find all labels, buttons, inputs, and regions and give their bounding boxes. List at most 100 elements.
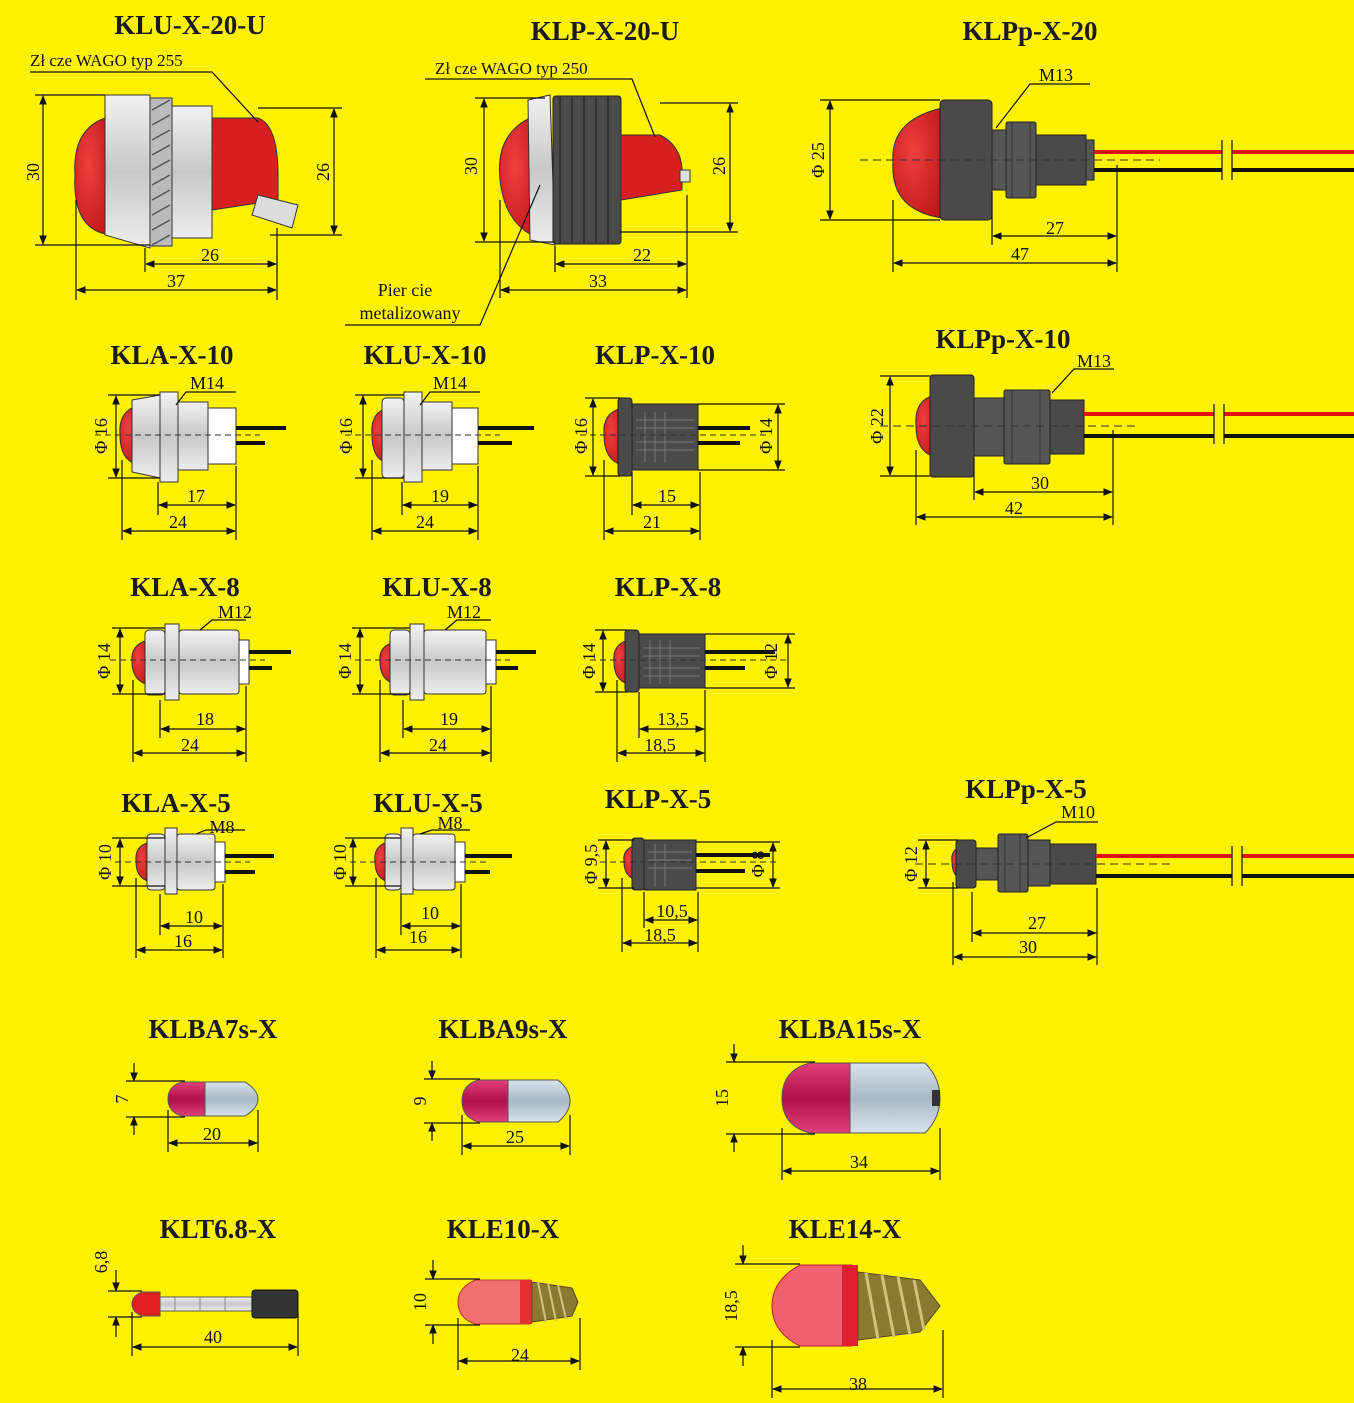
dimensions-klu-x-20-u — [30, 71, 342, 300]
dim-klu20-height: 30 — [23, 163, 43, 181]
dim-klp10-w2: 21 — [643, 512, 661, 532]
title-klba9s-x: KLBA9s-X — [438, 1014, 568, 1044]
annotation-wago-255: Zł cze WAGO typ 255 — [30, 51, 183, 70]
title-klba7s-x: KLBA7s-X — [148, 1014, 278, 1044]
lamp-klu-x-20-u — [74, 94, 299, 249]
dim-klt68-width: 40 — [204, 1327, 222, 1347]
lamp-klpp-x-10 — [880, 374, 1354, 478]
lamp-klpp-x-5 — [915, 833, 1354, 893]
dim-klp8-diameter2: Φ 12 — [761, 643, 781, 679]
dim-klpp20-thread: M13 — [1038, 65, 1074, 85]
title-klu-x-20-u: KLU-X-20-U — [114, 10, 266, 40]
dim-klba7-width: 20 — [203, 1124, 221, 1144]
dim-kla8-thread: M12 — [217, 602, 253, 622]
lamp-klu-x-5 — [350, 827, 512, 895]
dim-kla10-diameter: Φ 16 — [91, 418, 111, 454]
lamp-kla-x-10 — [95, 391, 286, 483]
title-klp-x-20-u: KLP-X-20-U — [530, 16, 680, 46]
dimensions-klp-x-20-u — [345, 78, 738, 326]
dim-kla10-w1: 17 — [187, 486, 205, 506]
bulb-kle14-x — [771, 1264, 941, 1347]
dim-klp10-diameter2: Φ 14 — [756, 418, 776, 454]
dimensions-kla-x-8 — [112, 619, 247, 762]
dimensions-klu-x-10 — [355, 391, 480, 540]
title-kle14-x: KLE14-X — [788, 1214, 902, 1244]
dimensions-klpp-x-10 — [880, 368, 1114, 525]
bulb-klt6-8-x — [131, 1289, 299, 1319]
dim-klpp20-diameter: Φ 25 — [808, 142, 828, 178]
dimensions-klp-x-8 — [595, 629, 795, 762]
bulb-kle10-x — [457, 1279, 579, 1325]
dim-klp20-height2: 26 — [709, 157, 729, 175]
title-klp-x-5: KLP-X-5 — [604, 784, 712, 814]
bulb-klba7s-x — [167, 1081, 259, 1117]
dim-kle10-width: 24 — [511, 1345, 529, 1365]
dim-klu5-w1: 10 — [421, 903, 439, 923]
title-klt6-8-x: KLT6.8-X — [159, 1214, 277, 1244]
title-klu-x-10: KLU-X-10 — [363, 340, 487, 370]
title-klp-x-8: KLP-X-8 — [614, 572, 722, 602]
dim-klp5-w1: 10,5 — [656, 901, 688, 921]
dim-klp8-w2: 18,5 — [644, 735, 676, 755]
dimensions-klt6-8-x — [108, 1270, 299, 1356]
dim-kle14-height: 18,5 — [721, 1290, 741, 1322]
dim-klu20-w1: 26 — [201, 245, 219, 265]
dimensions-klpp-x-20 — [820, 83, 1118, 272]
title-kle10-x: KLE10-X — [446, 1214, 560, 1244]
dim-klu5-w2: 16 — [409, 927, 427, 947]
dim-klp5-w2: 18,5 — [644, 925, 676, 945]
dimensions-klp-x-10 — [585, 397, 785, 540]
dim-klt68-height: 6,8 — [91, 1250, 111, 1274]
dim-kla8-diameter: Φ 14 — [94, 643, 114, 679]
title-klu-x-5: KLU-X-5 — [373, 788, 483, 818]
dim-klba15-height: 15 — [712, 1089, 732, 1107]
dim-klpp5-w1: 27 — [1028, 913, 1046, 933]
dim-kla10-thread: M14 — [189, 373, 225, 393]
title-kla-x-5: KLA-X-5 — [121, 788, 231, 818]
dimensions-klba7s-x — [126, 1063, 259, 1152]
dim-klp5-diameter: Φ 9,5 — [581, 843, 601, 885]
annotation-ring-line1: Pier cie — [377, 280, 433, 300]
annotation-ring-line2: metalizowany — [359, 303, 461, 323]
title-klp-x-10: KLP-X-10 — [595, 340, 715, 370]
dimensions-kle14-x — [735, 1245, 944, 1398]
dim-kle14-width: 38 — [849, 1374, 867, 1394]
title-klpp-x-10: KLPp-X-10 — [935, 324, 1071, 354]
bulb-klba15s-x — [781, 1062, 941, 1134]
bulb-klba9s-x — [461, 1079, 571, 1123]
dim-klba15-width: 34 — [850, 1152, 868, 1172]
dim-klpp10-w2: 42 — [1005, 498, 1023, 518]
dim-klu5-diameter: Φ 10 — [330, 844, 350, 880]
dim-kle10-height: 10 — [410, 1293, 430, 1311]
dim-kla5-thread: M8 — [209, 817, 235, 837]
dim-klpp10-diameter: Φ 22 — [867, 408, 887, 444]
dim-klp20-w2: 33 — [589, 271, 607, 291]
dim-klu10-w2: 24 — [416, 512, 434, 532]
dim-klpp5-w2: 30 — [1019, 937, 1037, 957]
dim-kla5-w2: 16 — [174, 931, 192, 951]
dim-kla5-w1: 10 — [185, 907, 203, 927]
dim-klu5-thread: M8 — [437, 813, 463, 833]
title-klpp-x-20: KLPp-X-20 — [962, 16, 1098, 46]
dim-klu8-w1: 19 — [440, 709, 458, 729]
dimensions-kla-x-10 — [108, 391, 237, 540]
dim-klu20-w2: 37 — [167, 271, 185, 291]
dim-kla5-diameter: Φ 10 — [95, 844, 115, 880]
lamp-klpp-x-20 — [860, 99, 1354, 221]
lamp-klp-x-5 — [600, 837, 780, 891]
lamp-klp-x-8 — [590, 629, 790, 693]
dim-klp20-w1: 22 — [633, 245, 651, 265]
dim-klu8-w2: 24 — [429, 735, 447, 755]
dimensions-klu-x-8 — [352, 619, 492, 762]
dim-klpp5-diameter: Φ 12 — [901, 846, 921, 882]
dimensions-klba15s-x — [726, 1044, 941, 1180]
dim-klu8-thread: M12 — [446, 602, 482, 622]
dim-klpp10-thread: M13 — [1076, 351, 1112, 371]
dim-klu8-diameter: Φ 14 — [335, 643, 355, 679]
dimensions-klp-x-5 — [598, 839, 780, 952]
lamp-klp-x-10 — [580, 397, 770, 477]
annotation-wago-250: Zł cze WAGO typ 250 — [435, 59, 588, 78]
dim-klu20-height2: 26 — [313, 163, 333, 181]
dim-klba9-height: 9 — [410, 1096, 430, 1106]
